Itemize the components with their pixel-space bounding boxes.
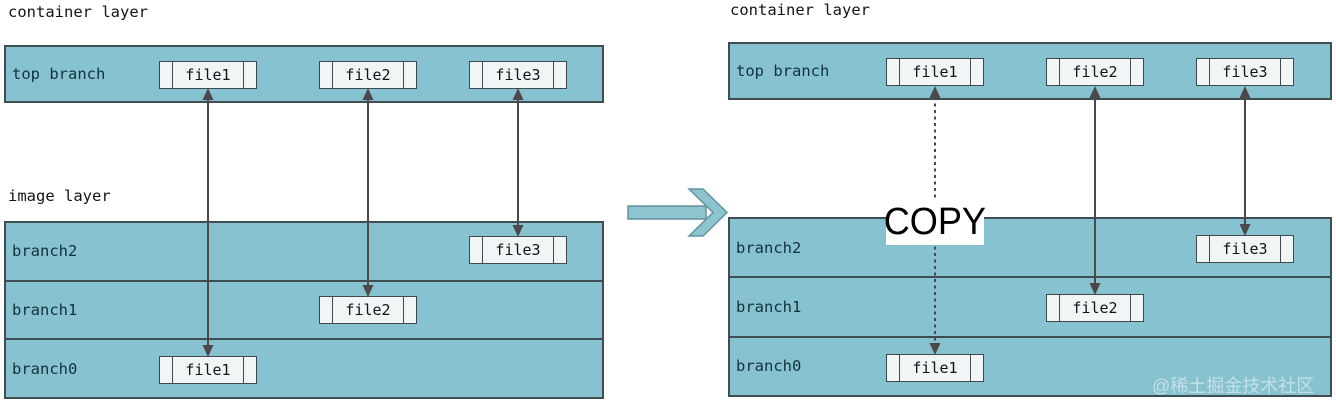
file-box-left-cell (1197, 59, 1210, 85)
file-label: file2 (1072, 63, 1118, 81)
file-label: file3 (495, 66, 541, 84)
copy-operation-label: COPY (883, 201, 987, 243)
right-row-branch1: branch1 (730, 278, 1330, 338)
file-box-right-cell (243, 62, 256, 88)
file-label: file3 (1222, 63, 1268, 81)
file-box-right-cell (1280, 236, 1293, 262)
file-box-right-cell (403, 62, 416, 88)
right-top-file1-box: file1 (886, 58, 984, 86)
right-branch2-file3-box: file3 (1196, 235, 1294, 263)
file-box-left-cell (320, 297, 333, 323)
file-label: file1 (912, 63, 958, 81)
right-top-file3-box: file3 (1196, 58, 1294, 86)
file-box-left-cell (887, 59, 900, 85)
right-image-layer-stack: branch2 branch1 branch0 (728, 217, 1332, 397)
file-box-right-cell (403, 297, 416, 323)
right-container-layer-label: container layer (730, 1, 870, 19)
right-row-branch0: branch0 (730, 337, 1330, 395)
left-top-file2-box: file2 (319, 61, 417, 89)
file-label: file1 (185, 66, 231, 84)
row-label: branch2 (736, 238, 802, 257)
left-top-file3-box: file3 (469, 61, 567, 89)
left-image-layer-stack: branch2 branch1 branch0 (4, 221, 604, 399)
transform-arrow (627, 188, 729, 237)
right-branch0-file1-box: file1 (886, 354, 984, 382)
right-branch1-file2-box: file2 (1046, 294, 1144, 322)
watermark-text: @稀土掘金技术社区 (1152, 376, 1315, 396)
left-image-layer-label: image layer (8, 187, 111, 205)
file-label: file1 (185, 361, 231, 379)
file-box-left-cell (470, 237, 483, 263)
file-box-left-cell (887, 355, 900, 381)
file-label: file3 (1222, 240, 1268, 258)
file-box-right-cell (1130, 59, 1143, 85)
row-label: branch1 (12, 301, 78, 319)
row-label: branch2 (12, 242, 78, 261)
file-box-right-cell (553, 62, 566, 88)
file-label: file2 (1072, 299, 1118, 317)
file-box-left-cell (1047, 59, 1060, 85)
file-box-left-cell (470, 62, 483, 88)
left-link-file3-arrow (512, 88, 524, 237)
file-box-left-cell (1197, 236, 1210, 262)
row-label: branch1 (736, 297, 802, 316)
file-label: file2 (345, 66, 391, 84)
left-branch1-file2-box: file2 (319, 296, 417, 324)
file-box-right-cell (970, 59, 983, 85)
right-row-branch2: branch2 (730, 219, 1330, 279)
file-box-left-cell (160, 62, 173, 88)
file-label: file2 (345, 301, 391, 319)
right-top-branch-label: top branch (736, 62, 830, 80)
file-box-right-cell (970, 355, 983, 381)
file-box-right-cell (243, 357, 256, 383)
file-label: file3 (495, 241, 541, 259)
file-box-left-cell (1047, 295, 1060, 321)
file-box-right-cell (1130, 295, 1143, 321)
left-branch2-file3-box: file3 (469, 236, 567, 264)
row-label: branch0 (736, 357, 802, 376)
file-box-left-cell (160, 357, 173, 383)
right-link-file3-arrow (1239, 86, 1251, 236)
file-box-left-cell (320, 62, 333, 88)
file-box-right-cell (1280, 59, 1293, 85)
left-branch0-file1-box: file1 (159, 356, 257, 384)
right-top-file2-box: file2 (1046, 58, 1144, 86)
file-label: file1 (912, 359, 958, 377)
left-top-branch-label: top branch (12, 65, 106, 83)
left-row-branch0: branch0 (6, 340, 602, 398)
copy-operation-box: COPY (883, 199, 987, 245)
left-row-branch1: branch1 (6, 281, 602, 341)
file-box-right-cell (553, 237, 566, 263)
left-top-file1-box: file1 (159, 61, 257, 89)
left-container-layer-label: container layer (8, 3, 148, 21)
row-label: branch0 (12, 359, 78, 378)
